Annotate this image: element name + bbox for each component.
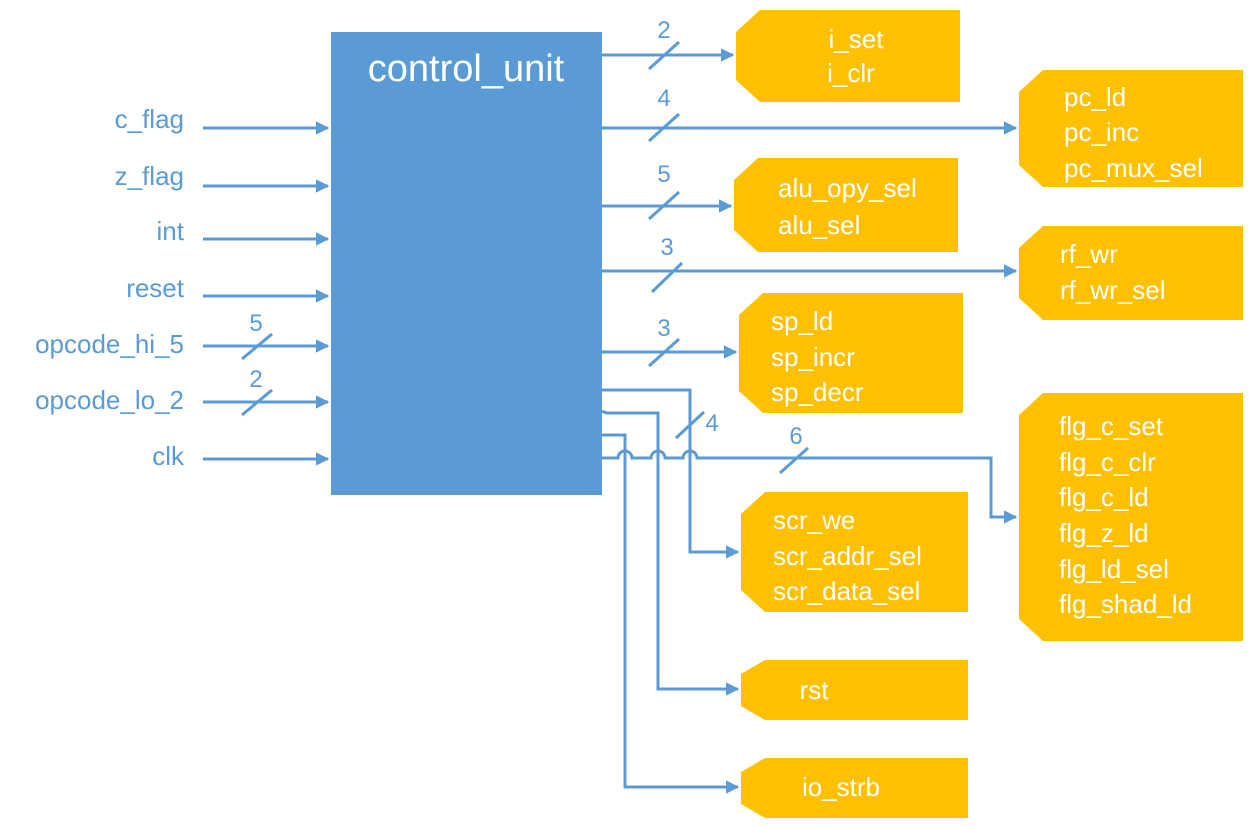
port-flg-line-3: flg_z_ld <box>1059 518 1149 548</box>
port-flg-line-1: flg_c_clr <box>1059 447 1156 477</box>
output-pc-bus-slash <box>647 112 681 143</box>
port-io-line-0: io_strb <box>802 772 880 802</box>
output-flg-wire <box>602 449 1018 524</box>
output-i-width: 2 <box>657 17 670 44</box>
output-sp-bus: 3 <box>602 315 738 368</box>
input-opcode-hi-5-width: 5 <box>249 310 262 337</box>
input-opcode-lo-2-width: 2 <box>249 366 262 393</box>
port-io: io_strb <box>741 758 968 818</box>
port-rst-shape <box>741 660 968 720</box>
input-reset: reset <box>126 273 330 303</box>
port-flg-line-2: flg_c_ld <box>1059 482 1149 512</box>
port-pc-line-2: pc_mux_sel <box>1064 153 1203 183</box>
block-title: control_unit <box>368 48 565 90</box>
input-reset-label: reset <box>126 273 185 303</box>
input-opcode-lo-2: 2 opcode_lo_2 <box>35 366 330 417</box>
port-rst: rst <box>741 660 968 720</box>
output-rst-wire-group <box>601 409 740 696</box>
port-sp-shape <box>739 293 963 413</box>
output-i-bus: 2 <box>602 17 735 71</box>
input-z-flag-label: z_flag <box>115 161 184 191</box>
port-rf: rf_wr rf_wr_sel <box>1019 226 1243 320</box>
output-scr-wire <box>602 388 740 559</box>
output-rf-width: 3 <box>660 234 673 261</box>
port-i-shape <box>736 10 960 102</box>
output-alu-width: 5 <box>657 161 670 188</box>
port-flg: flg_c_set flg_c_clr flg_c_ld flg_z_ld fl… <box>1019 393 1243 641</box>
control-unit-block <box>331 32 602 495</box>
port-alu-line-1: alu_sel <box>778 210 860 240</box>
output-scr-bus-slash <box>674 410 706 440</box>
port-io-shape <box>741 758 968 818</box>
output-io-wire-group <box>602 433 740 794</box>
output-alu-bus-slash <box>647 190 681 221</box>
output-rst-wire <box>601 409 740 696</box>
input-opcode-hi-5: 5 opcode_hi_5 <box>35 310 330 361</box>
output-flg-bus-slash <box>779 446 809 475</box>
output-flg-width: 6 <box>789 423 802 450</box>
output-scr-bus: 4 <box>602 388 740 559</box>
port-flg-line-5: flg_shad_ld <box>1059 589 1192 619</box>
input-clk-label: clk <box>152 441 185 471</box>
port-pc-line-0: pc_ld <box>1064 82 1126 112</box>
port-rst-line-0: rst <box>800 675 830 705</box>
output-i-bus-slash <box>647 40 681 71</box>
port-flg-line-0: flg_c_set <box>1059 411 1164 441</box>
input-c-flag: c_flag <box>115 104 330 135</box>
output-alu-bus: 5 <box>602 161 733 221</box>
port-i-line-0: i_set <box>829 24 885 54</box>
port-scr-line-1: scr_addr_sel <box>773 541 922 571</box>
output-rf-bus: 3 <box>602 234 1018 294</box>
port-rf-line-1: rf_wr_sel <box>1060 275 1165 305</box>
input-int-label: int <box>157 216 185 246</box>
port-rf-line-0: rf_wr <box>1060 239 1118 269</box>
input-opcode-lo-2-label: opcode_lo_2 <box>35 385 184 415</box>
port-i: i_set i_clr <box>736 10 960 102</box>
port-sp-line-2: sp_decr <box>771 377 864 407</box>
port-alu-line-0: alu_opy_sel <box>778 173 917 203</box>
input-opcode-hi-5-bus-slash <box>241 332 273 361</box>
input-opcode-hi-5-label: opcode_hi_5 <box>35 329 184 359</box>
input-z-flag: z_flag <box>115 161 330 193</box>
output-sp-width: 3 <box>657 315 670 342</box>
port-scr: scr_we scr_addr_sel scr_data_sel <box>741 492 968 612</box>
port-flg-shape <box>1019 393 1243 641</box>
output-io-wire <box>602 433 740 794</box>
output-sp-bus-slash <box>647 337 681 368</box>
port-scr-shape <box>741 492 968 612</box>
port-sp-line-0: sp_ld <box>771 306 833 336</box>
input-int: int <box>157 216 330 246</box>
port-i-line-1: i_clr <box>827 58 875 88</box>
port-scr-line-0: scr_we <box>773 505 855 535</box>
port-pc-shape <box>1019 70 1243 187</box>
port-sp-line-1: sp_incr <box>771 342 855 372</box>
input-opcode-lo-2-bus-slash <box>241 388 273 417</box>
port-pc-line-1: pc_inc <box>1064 117 1139 147</box>
output-pc-width: 4 <box>657 85 670 112</box>
output-scr-width: 4 <box>705 410 718 437</box>
input-clk: clk <box>152 441 330 471</box>
port-sp: sp_ld sp_incr sp_decr <box>739 293 963 413</box>
port-pc: pc_ld pc_inc pc_mux_sel <box>1019 70 1243 187</box>
port-scr-line-2: scr_data_sel <box>773 576 920 606</box>
port-flg-line-4: flg_ld_sel <box>1059 554 1169 584</box>
output-pc-bus: 4 <box>602 85 1018 143</box>
port-alu: alu_opy_sel alu_sel <box>734 158 958 252</box>
port-rf-shape <box>1019 226 1243 320</box>
output-rf-bus-slash <box>650 261 684 294</box>
output-flg-bus: 6 <box>602 423 1018 524</box>
input-c-flag-label: c_flag <box>115 104 184 134</box>
port-alu-shape <box>734 158 958 252</box>
